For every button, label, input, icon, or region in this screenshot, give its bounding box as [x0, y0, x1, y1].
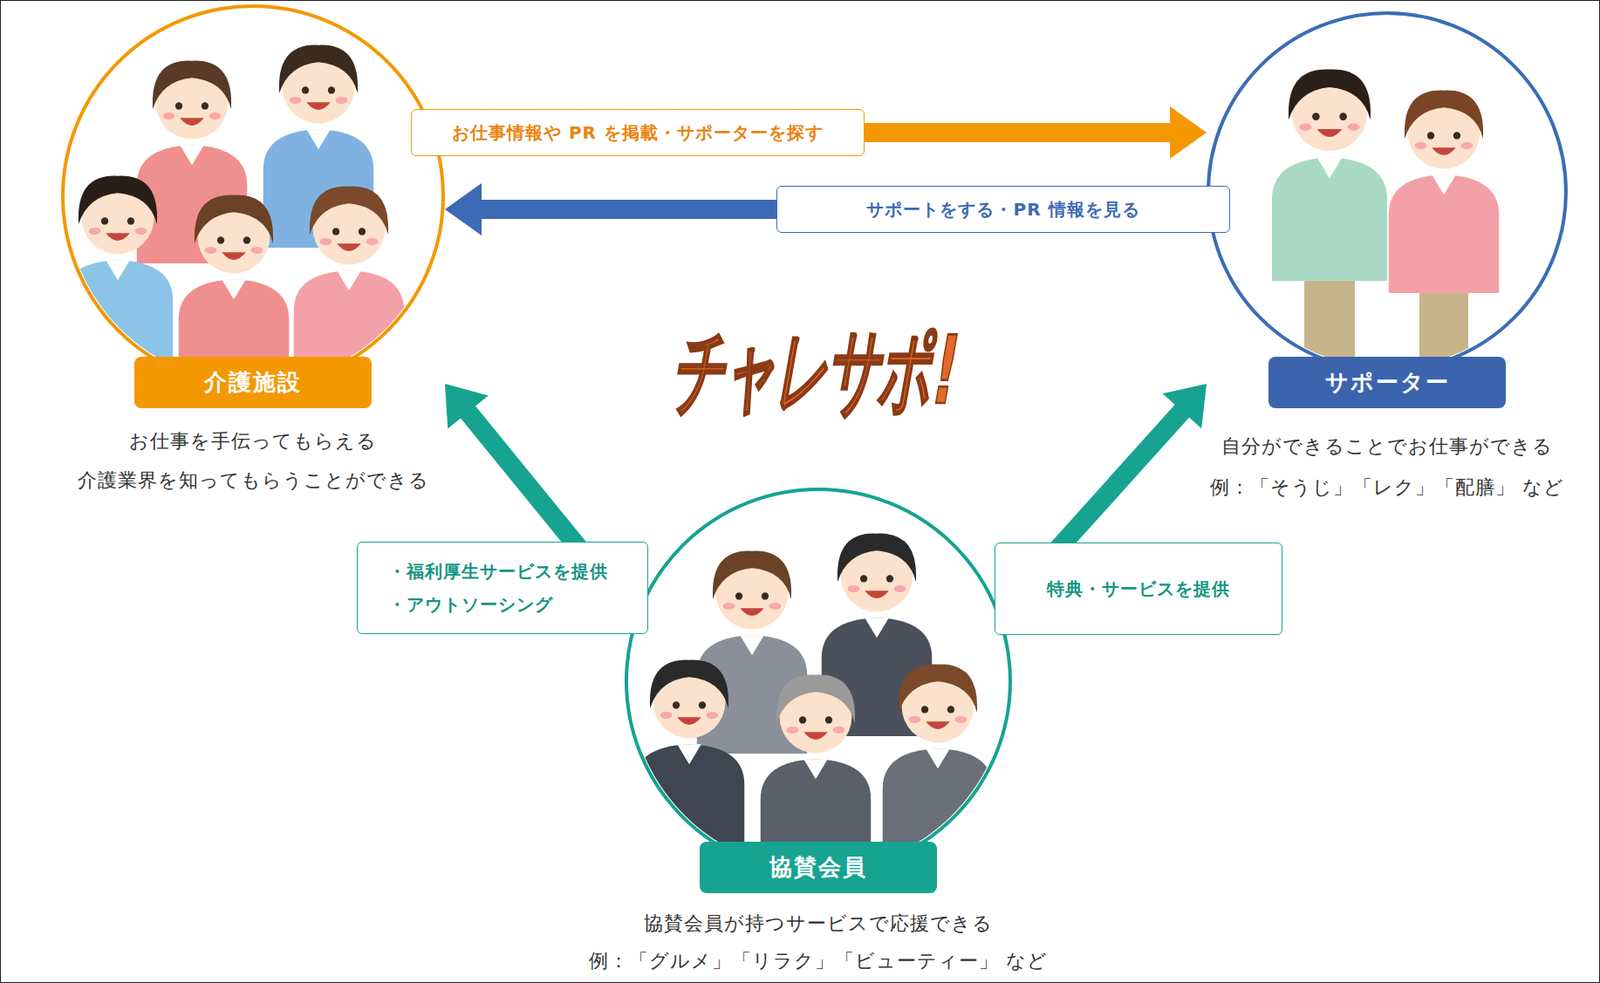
circle-outline — [60, 3, 446, 390]
node-description: 例：「そうじ」「レク」「配膳」 など — [1210, 475, 1565, 500]
edge-label: お仕事情報や PR を掲載・サポーターを探す — [451, 121, 824, 144]
arrow-head — [444, 383, 489, 430]
sponsor-illustration — [634, 533, 994, 878]
person — [634, 660, 746, 863]
edge-label-box: お仕事情報や PR を掲載・サポーターを探す — [410, 109, 865, 157]
arrow-shaft — [1049, 408, 1185, 559]
node-description: 介護業界を知ってもらうことができる — [77, 468, 430, 493]
arrow-head — [1162, 383, 1207, 429]
arrow-head — [444, 183, 482, 236]
node-description: 協賛会員が持つサービスで応援できる — [643, 911, 993, 937]
circle-node: 介護施設お仕事を手伝ってもらえる介護業界を知ってもらうことができる — [61, 6, 445, 497]
circle-node: 協賛会員協賛会員が持つサービスで応援できる例：「グルメ」「リラク」「ビューティー… — [587, 489, 1050, 978]
arrow-shaft — [465, 409, 588, 559]
arrow-connector — [444, 383, 588, 559]
circle-outline — [623, 486, 1013, 876]
node-description: 自分ができることでお仕事ができる — [1221, 434, 1553, 459]
circle-outline — [1205, 10, 1569, 374]
node-description: 例：「グルメ」「リラク」「ビューティー」 など — [588, 949, 1048, 974]
edge-label: サポートをする・PR 情報を見る — [866, 198, 1140, 221]
circle-node: サポーター自分ができることでお仕事ができる例：「そうじ」「レク」「配膳」 など — [1206, 13, 1568, 504]
edge-label: ・福利厚生サービスを提供 ・アウトソーシング — [388, 554, 617, 622]
edge-label-box: 特典・サービスを提供 — [994, 542, 1283, 636]
person — [1388, 90, 1500, 294]
arrow-connector — [1049, 383, 1207, 559]
person — [1271, 69, 1388, 281]
node-tab-label: 介護施設 — [134, 356, 372, 409]
edge-label-box: ・福利厚生サービスを提供 ・アウトソーシング — [356, 541, 649, 635]
person — [882, 664, 994, 868]
node-tab-label: サポーター — [1268, 356, 1506, 409]
care-staff-illustration — [62, 45, 405, 398]
edge-label: 特典・サービスを提供 — [1046, 577, 1231, 601]
circle-outline-stroke — [62, 6, 444, 387]
edge-label-box: サポートをする・PR 情報を見る — [776, 185, 1231, 233]
node-description: お仕事を手伝ってもらえる — [129, 429, 377, 454]
circle-outline-stroke — [1208, 13, 1566, 371]
logo-text: チャレサポ! — [668, 322, 965, 418]
supporter-illustration — [1271, 69, 1499, 384]
arrow-head — [1169, 106, 1207, 159]
node-tab-label: 協賛会員 — [699, 841, 937, 894]
circle-outline-stroke — [626, 489, 1011, 874]
